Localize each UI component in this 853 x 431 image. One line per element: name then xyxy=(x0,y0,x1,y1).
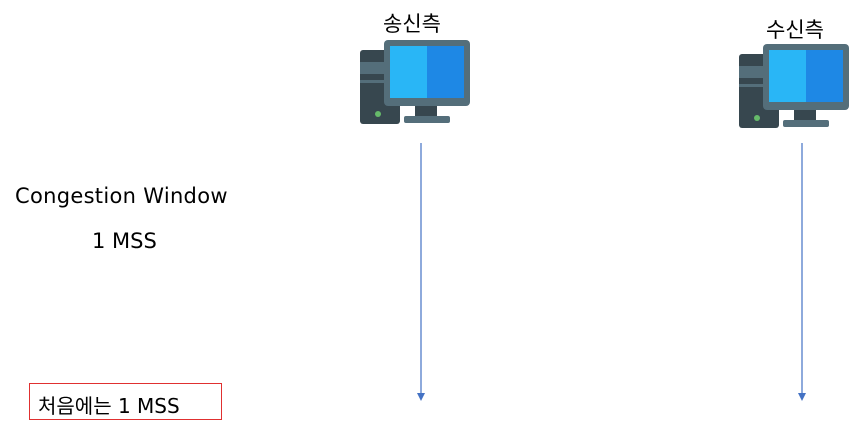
note-text: 처음에는 1 MSS xyxy=(38,394,180,418)
sender-computer-icon xyxy=(360,40,470,124)
note-box: 처음에는 1 MSS xyxy=(29,383,222,420)
congestion-window-label: Congestion Window xyxy=(15,184,228,208)
congestion-window-value: 1 MSS xyxy=(92,229,157,253)
receiver-computer-icon xyxy=(739,44,849,128)
sender-label: 송신측 xyxy=(383,12,441,36)
receiver-label: 수신측 xyxy=(766,18,824,42)
